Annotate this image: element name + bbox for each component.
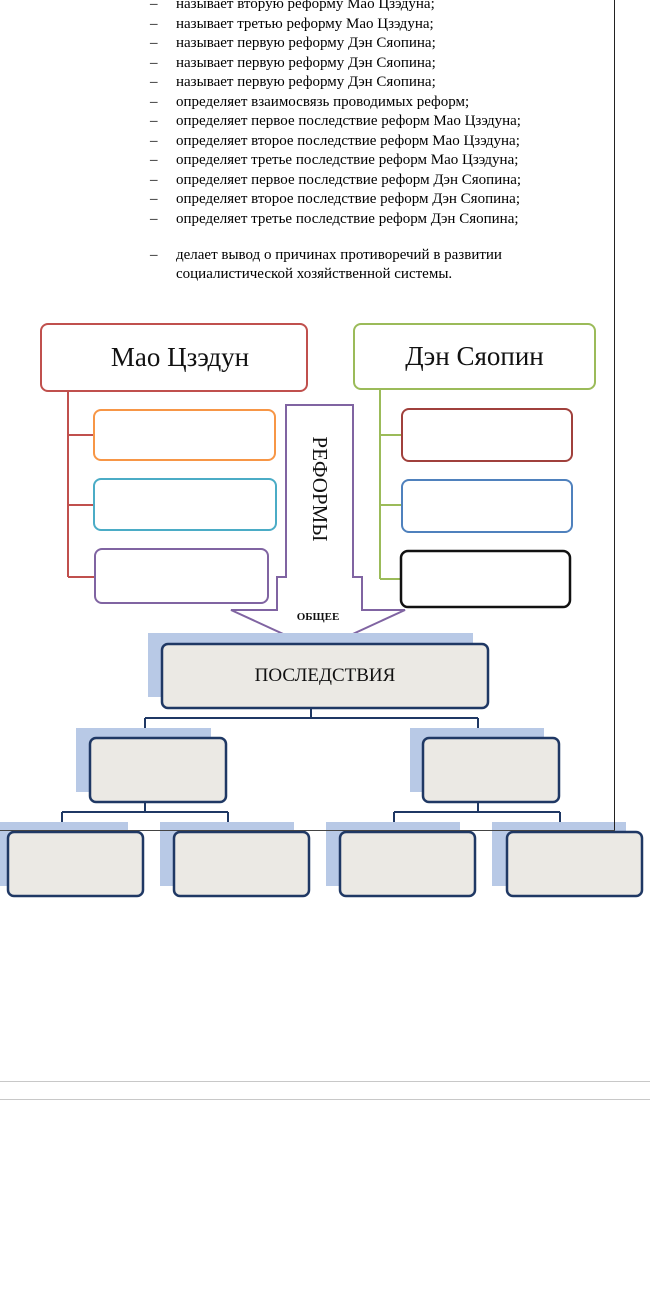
mao-reform-box-1[interactable] bbox=[93, 409, 276, 461]
criteria-item: –определяет второе последствие реформ Дэ… bbox=[0, 190, 614, 210]
dash-marker: – bbox=[150, 74, 158, 90]
criteria-list: –называет вторую реформу Мао Цзэдуна; –н… bbox=[0, 0, 614, 229]
mao-reform-box-2[interactable] bbox=[93, 478, 277, 531]
viewer-separator-top bbox=[0, 1081, 650, 1082]
dash-marker: – bbox=[150, 247, 158, 263]
consequence-box-right[interactable] bbox=[421, 736, 561, 804]
deng-reform-box-2[interactable] bbox=[401, 479, 573, 533]
criteria-item: –называет вторую реформу Мао Цзэдуна; bbox=[0, 0, 614, 15]
criteria-item: –определяет взаимосвязь проводимых рефор… bbox=[0, 93, 614, 113]
mao-header-box bbox=[40, 323, 308, 392]
dash-marker: – bbox=[150, 93, 158, 110]
page-border-bottom bbox=[0, 830, 615, 831]
reforms-arrow bbox=[230, 404, 406, 652]
consequences-box bbox=[160, 642, 490, 710]
criteria-item: –называет первую реформу Дэн Сяопина; bbox=[0, 34, 614, 54]
consequence-connectors-2 bbox=[61, 802, 561, 832]
dash-marker: – bbox=[150, 132, 158, 149]
deng-reform-box-3[interactable] bbox=[399, 549, 572, 609]
consequences-label: ПОСЛЕДСТВИЯ bbox=[254, 665, 396, 686]
consequence-box-2[interactable] bbox=[172, 830, 311, 898]
mao-reform-box-3[interactable] bbox=[94, 548, 269, 604]
criteria-item: –определяет первое последствие реформ Дэ… bbox=[0, 171, 614, 191]
dash-marker: – bbox=[150, 152, 158, 168]
consequence-box-4[interactable] bbox=[505, 830, 644, 898]
dash-marker: – bbox=[150, 171, 158, 188]
criteria-item: –называет первую реформу Дэн Сяопина; bbox=[0, 73, 614, 93]
criteria-item: –определяет второе последствие реформ Ма… bbox=[0, 132, 614, 152]
dash-marker: – bbox=[150, 0, 158, 12]
criteria-item: –определяет первое последствие реформ Ма… bbox=[0, 112, 614, 132]
consequence-box-left[interactable] bbox=[88, 736, 228, 804]
mao-label: Мао Цзэдун bbox=[110, 342, 250, 372]
deng-label: Дэн Сяопин bbox=[405, 341, 544, 371]
criteria-item: –определяет третье последствие реформ Ма… bbox=[0, 151, 614, 171]
conclusion-item: –делает вывод о причинах противоречий в … bbox=[150, 247, 502, 282]
viewer-separator-bottom bbox=[0, 1099, 650, 1100]
consequence-box-3[interactable] bbox=[338, 830, 477, 898]
dash-marker: – bbox=[150, 113, 158, 129]
consequence-box-1[interactable] bbox=[6, 830, 145, 898]
page-border-right bbox=[614, 0, 615, 830]
deng-reform-box-1[interactable] bbox=[401, 408, 573, 462]
dash-marker: – bbox=[150, 210, 158, 227]
criteria-item: –называет первую реформу Дэн Сяопина; bbox=[0, 54, 614, 74]
dash-marker: – bbox=[150, 35, 158, 51]
criteria-item: –называет третью реформу Мао Цзэдуна; bbox=[0, 15, 614, 35]
criteria-item: –определяет третье последствие реформ Дэ… bbox=[0, 210, 614, 230]
mao-tree-connectors bbox=[67, 391, 94, 578]
dash-marker: – bbox=[150, 191, 158, 207]
dash-marker: – bbox=[150, 54, 158, 71]
reforms-label: РЕФОРМЫ bbox=[308, 436, 333, 542]
dash-marker: – bbox=[150, 15, 158, 32]
deng-header-box bbox=[353, 323, 596, 390]
conclusion-list: –делает вывод о причинах противоречий в … bbox=[0, 246, 614, 284]
deng-tree-connectors bbox=[379, 389, 402, 580]
common-label: ОБЩЕЕ bbox=[296, 611, 340, 623]
